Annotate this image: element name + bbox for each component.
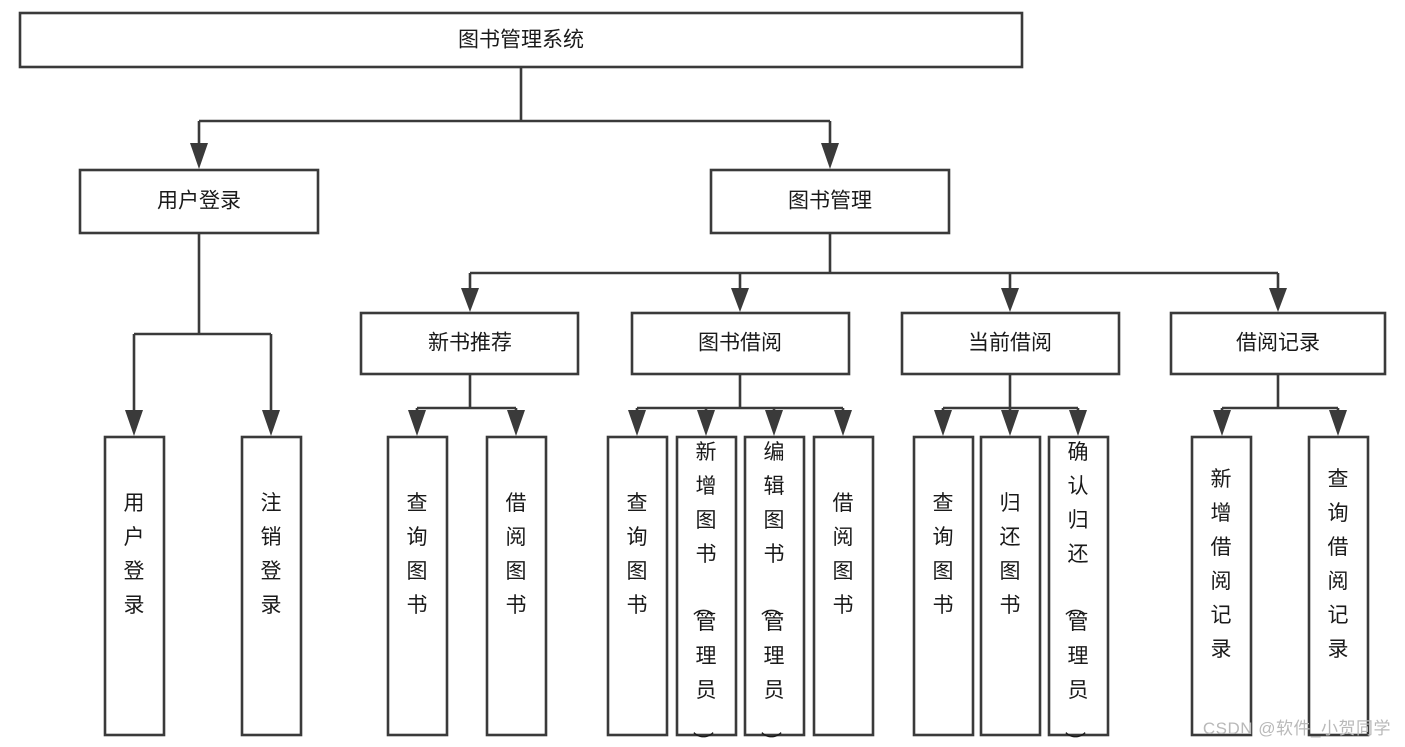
arrow-head-leaf-query-book-1: [408, 410, 426, 436]
node-leaf-query-record[interactable]: 查询借阅记录: [1307, 435, 1370, 737]
node-root[interactable]: 图书管理系统: [18, 11, 1024, 69]
node-book-borrow-label: 图书借阅: [698, 332, 782, 355]
connector-group-new-book-recommend-to-leaves: [408, 374, 525, 436]
node-leaf-query-book-3-label: 查询图书: [933, 492, 954, 617]
node-leaf-logout[interactable]: 注销登录: [240, 435, 303, 737]
arrow-head-leaf-confirm-return: [1069, 410, 1087, 436]
node-leaf-borrow-book-2-box[interactable]: [812, 435, 875, 737]
node-user-login[interactable]: 用户登录: [78, 168, 320, 235]
arrow-head-user-login: [190, 143, 208, 169]
node-leaf-add-book-label: 新增图书（管理员）: [691, 441, 717, 747]
arrow-head-leaf-add-record: [1213, 410, 1231, 436]
node-leaf-borrow-book-1-label: 借阅图书: [506, 492, 527, 617]
node-leaf-borrow-book-1[interactable]: 借阅图书: [485, 435, 548, 737]
node-leaf-edit-book-box[interactable]: [743, 435, 806, 737]
arrow-head-leaf-edit-book: [765, 410, 783, 436]
arrow-head-leaf-add-book: [697, 410, 715, 436]
connector-group-root-to-level2: [190, 67, 839, 169]
node-leaf-query-book-2[interactable]: 查询图书: [606, 435, 669, 737]
node-current-borrow[interactable]: 当前借阅: [900, 311, 1121, 376]
csdn-watermark: CSDN @软件_小贺同学: [1202, 719, 1391, 738]
node-leaf-add-record-label: 新增借阅记录: [1211, 468, 1232, 661]
node-book-borrow-box[interactable]: [630, 311, 851, 376]
node-leaf-query-book-3[interactable]: 查询图书: [912, 435, 975, 737]
node-root-label: 图书管理系统: [458, 29, 584, 52]
node-borrow-record-label: 借阅记录: [1236, 332, 1320, 355]
node-leaf-return-book-label: 归还图书: [1000, 492, 1021, 617]
node-leaf-user-login-label: 用户登录: [124, 492, 145, 617]
connector-group-book-borrow-to-leaves: [628, 374, 852, 436]
node-leaf-logout-label: 注销登录: [261, 492, 282, 617]
node-borrow-record-box[interactable]: [1169, 311, 1387, 376]
node-leaf-query-record-label: 查询借阅记录: [1328, 468, 1349, 661]
node-new-book-recommend-box[interactable]: [359, 311, 580, 376]
node-leaf-user-login-box[interactable]: [103, 435, 166, 737]
arrow-head-borrow-record: [1269, 288, 1287, 312]
node-leaf-query-book-2-box[interactable]: [606, 435, 669, 737]
arrow-head-leaf-borrow-book-2: [834, 410, 852, 436]
node-leaf-confirm-return-label: 确认归还（管理员）: [1063, 441, 1089, 747]
node-book-manage[interactable]: 图书管理: [709, 168, 951, 235]
arrow-head-leaf-logout: [262, 410, 280, 436]
node-leaf-confirm-return-box[interactable]: [1047, 435, 1110, 737]
node-leaf-add-book[interactable]: 新增图书（管理员）: [675, 435, 738, 747]
arrow-head-leaf-return-book: [1001, 410, 1019, 436]
node-current-borrow-box[interactable]: [900, 311, 1121, 376]
node-leaf-edit-book[interactable]: 编辑图书（管理员）: [743, 435, 806, 747]
arrow-head-leaf-borrow-book-1: [507, 410, 525, 436]
connector-group-current-borrow-to-leaves: [934, 374, 1087, 436]
node-book-manage-box[interactable]: [709, 168, 951, 235]
node-leaf-query-book-1-label: 查询图书: [407, 492, 428, 617]
arrow-head-book-borrow: [731, 288, 749, 312]
arrow-head-leaf-query-book-2: [628, 410, 646, 436]
arrow-head-current-borrow: [1001, 288, 1019, 312]
arrow-head-leaf-query-record: [1329, 410, 1347, 436]
node-leaf-return-book[interactable]: 归还图书: [979, 435, 1042, 737]
node-new-book-recommend[interactable]: 新书推荐: [359, 311, 580, 376]
node-current-borrow-label: 当前借阅: [968, 332, 1052, 355]
node-leaf-borrow-book-1-box[interactable]: [485, 435, 548, 737]
node-leaf-query-book-1[interactable]: 查询图书: [386, 435, 449, 737]
connector-group-user-login-to-leaves: [125, 233, 280, 436]
node-leaf-logout-box[interactable]: [240, 435, 303, 737]
node-new-book-recommend-label: 新书推荐: [428, 332, 512, 355]
node-leaf-query-record-box[interactable]: [1307, 435, 1370, 737]
node-user-login-box[interactable]: [78, 168, 320, 235]
arrow-head-new-book-recommend: [461, 288, 479, 312]
connector-group-book-manage-to-level3: [461, 233, 1287, 312]
node-leaf-add-book-box[interactable]: [675, 435, 738, 737]
node-leaf-query-book-1-box[interactable]: [386, 435, 449, 737]
node-leaf-query-book-2-label: 查询图书: [627, 492, 648, 617]
connector-group-borrow-record-to-leaves: [1213, 374, 1347, 436]
node-leaf-user-login[interactable]: 用户登录: [103, 435, 166, 737]
node-leaf-edit-book-label: 编辑图书（管理员）: [759, 441, 785, 747]
node-user-login-label: 用户登录: [157, 190, 241, 213]
arrow-head-leaf-user-login: [125, 410, 143, 436]
node-leaf-query-book-3-box[interactable]: [912, 435, 975, 737]
arrow-head-book-manage: [821, 143, 839, 169]
node-book-manage-label: 图书管理: [788, 190, 872, 213]
node-book-borrow[interactable]: 图书借阅: [630, 311, 851, 376]
arrow-head-leaf-query-book-3: [934, 410, 952, 436]
node-leaf-confirm-return[interactable]: 确认归还（管理员）: [1047, 435, 1110, 747]
node-root-box[interactable]: [18, 11, 1024, 69]
node-leaf-borrow-book-2-label: 借阅图书: [833, 492, 854, 617]
node-leaf-add-record-box[interactable]: [1190, 435, 1253, 737]
node-leaf-add-record[interactable]: 新增借阅记录: [1190, 435, 1253, 737]
node-borrow-record[interactable]: 借阅记录: [1169, 311, 1387, 376]
node-leaf-return-book-box[interactable]: [979, 435, 1042, 737]
node-leaf-borrow-book-2[interactable]: 借阅图书: [812, 435, 875, 737]
